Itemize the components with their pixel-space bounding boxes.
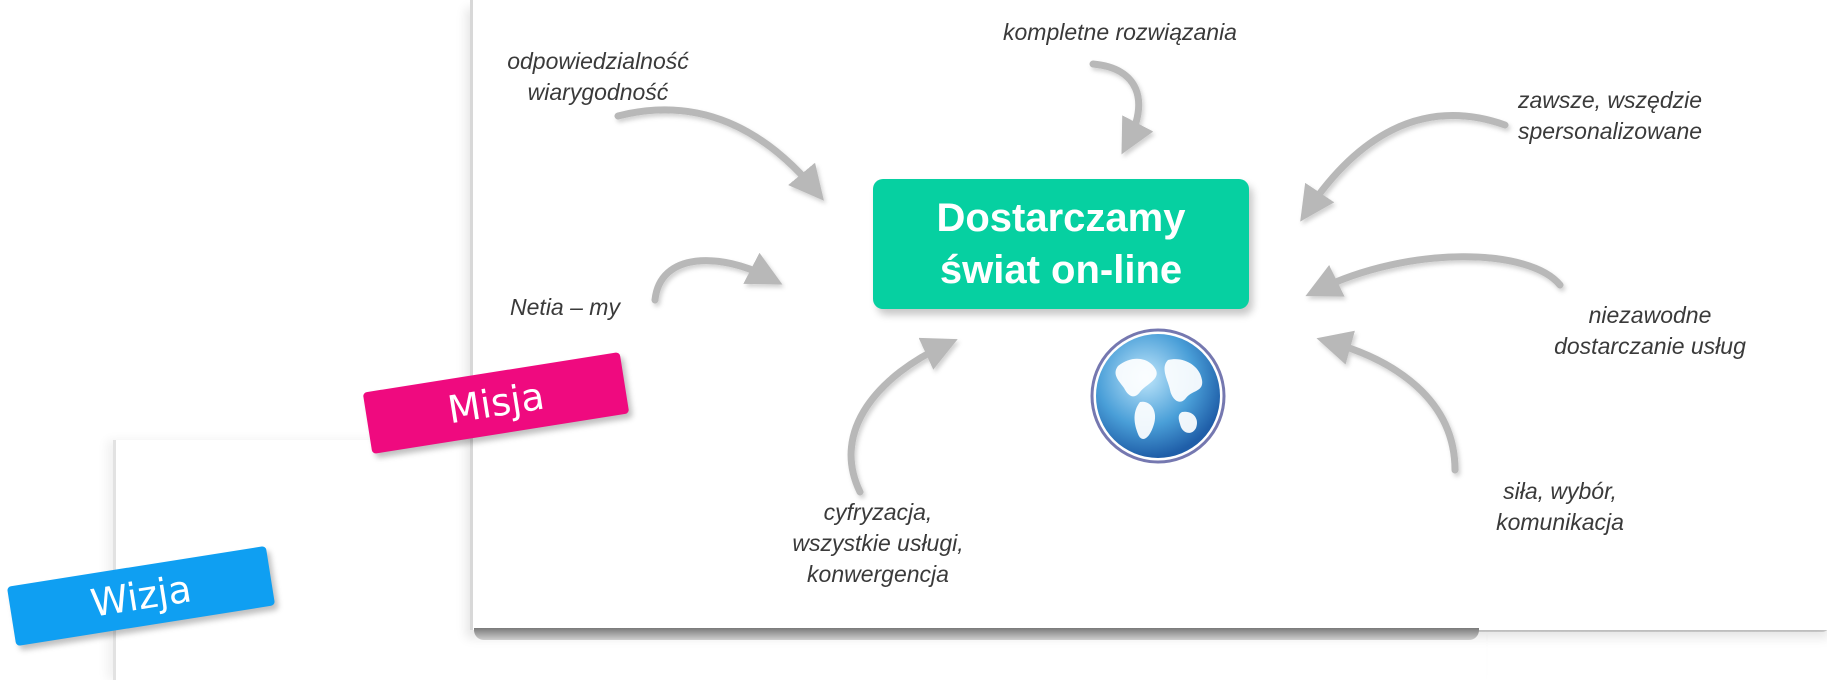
keyword-power-line-2: komunikacja [1496, 509, 1624, 535]
arrow-solutions-icon [1089, 60, 1154, 155]
keyword-digital-line-1: cyfryzacja, [823, 499, 933, 525]
mission-statement: Dostarczamy świat on-line [873, 179, 1249, 309]
keyword-responsibility-line-2: wiarygodność [527, 79, 669, 105]
arrow-personalized-icon [1300, 112, 1509, 222]
keyword-digital: cyfryzacja, wszystkie usługi, konwergenc… [758, 497, 998, 590]
keyword-personalized: zawsze, wszędzie spersonalizowane [1490, 85, 1730, 147]
keyword-reliable-line-1: niezawodne [1588, 302, 1712, 328]
globe-icon [1090, 328, 1226, 464]
arrow-digital-icon [847, 337, 958, 496]
keyword-digital-line-3: konwergencja [807, 561, 949, 587]
arrow-netia-icon [651, 252, 783, 304]
keyword-responsibility-line-1: odpowiedzialność [507, 48, 689, 74]
keyword-power: siła, wybór, komunikacja [1460, 476, 1660, 538]
keyword-power-line-1: siła, wybór, [1503, 478, 1617, 504]
mission-card [470, 0, 1827, 630]
keyword-responsibility: odpowiedzialność wiarygodność [478, 46, 718, 108]
arrow-reliable-icon [1305, 253, 1564, 297]
mission-line-2: świat on-line [939, 248, 1183, 292]
keyword-netia: Netia – my [490, 292, 640, 323]
arrows-layer [614, 60, 1564, 496]
arrow-power-icon [1316, 330, 1459, 474]
keyword-reliable-line-2: dostarczanie usług [1554, 333, 1746, 359]
mission-card-edge [474, 628, 1479, 640]
keyword-personalized-line-2: spersonalizowane [1517, 118, 1703, 144]
keyword-solutions: kompletne rozwiązania [980, 17, 1260, 48]
keyword-personalized-line-1: zawsze, wszędzie [1517, 87, 1703, 113]
mission-line-1: Dostarczamy [936, 196, 1186, 240]
keyword-solutions-line-1: kompletne rozwiązania [1003, 19, 1237, 45]
keyword-digital-line-2: wszystkie usługi, [792, 530, 964, 556]
keyword-netia-line-1: Netia – my [510, 294, 620, 320]
keyword-reliable: niezawodne dostarczanie usług [1530, 300, 1770, 362]
arrow-responsibility-icon [614, 106, 824, 201]
